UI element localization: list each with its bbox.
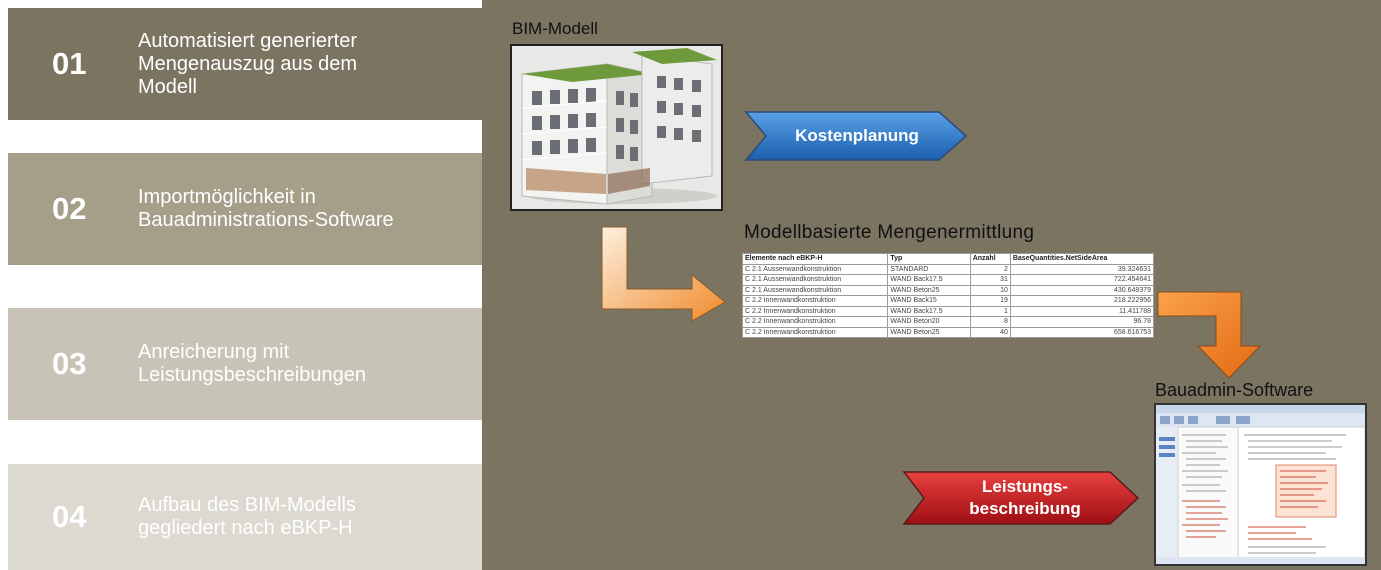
cell-area: 658.616753 <box>1009 326 1155 338</box>
cell-area: 722.454641 <box>1009 274 1155 286</box>
step-text: Anreicherung mit Leistungsbeschreibungen <box>138 341 366 386</box>
cell-area: 96.78 <box>1009 316 1155 328</box>
cell-typ: WAND Beton25 <box>887 284 971 296</box>
quantity-table: Elemente nach eBKP-H Typ Anzahl BaseQuan… <box>741 253 1155 338</box>
cell-anzahl: 40 <box>969 326 1011 338</box>
cell-element: C 2.1 Aussenwandkonstruktion <box>741 274 889 286</box>
kosten-arrow-shape <box>744 111 968 161</box>
step-01: 01 Automatisiert generierter Mengenauszu… <box>8 8 482 120</box>
cell-anzahl: 2 <box>969 263 1011 275</box>
col-header-elemente: Elemente nach eBKP-H <box>741 253 889 265</box>
step-text: Aufbau des BIM-Modells gegliedert nach e… <box>138 494 356 539</box>
cell-element: C 2.2 Innenwandkonstruktion <box>741 295 889 307</box>
orange-down-arrow <box>1157 291 1262 379</box>
cell-typ: STANDARD <box>887 263 971 275</box>
col-header-anzahl: Anzahl <box>969 253 1011 265</box>
bauadmin-software-screenshot <box>1154 403 1367 566</box>
cell-anzahl: 1 <box>969 305 1011 317</box>
cell-anzahl: 10 <box>969 284 1011 296</box>
orange-l-arrow <box>601 226 726 322</box>
step-number: 01 <box>52 46 87 81</box>
cell-element: C 2.2 Innenwandkonstruktion <box>741 326 889 338</box>
step-03: 03 Anreicherung mit Leistungsbeschreibun… <box>8 308 482 420</box>
cell-element: C 2.1 Aussenwandkonstruktion <box>741 263 889 275</box>
step-text: Automatisiert generierter Mengenauszug a… <box>138 29 358 98</box>
bauadmin-title: Bauadmin-Software <box>1155 380 1314 400</box>
cell-anzahl: 8 <box>969 316 1011 328</box>
cell-element: C 2.1 Aussenwandkonstruktion <box>741 284 889 296</box>
cell-area: 430.649379 <box>1009 284 1155 296</box>
step-number: 03 <box>52 346 87 381</box>
cell-area: 39.324631 <box>1009 263 1155 275</box>
bim-model-title: BIM-Modell <box>512 19 598 38</box>
cell-typ: WAND Back17.5 <box>887 305 971 317</box>
cell-typ: WAND Beton25 <box>887 326 971 338</box>
step-text: Importmöglichkeit in Bauadministrations-… <box>138 186 394 231</box>
cell-anzahl: 19 <box>969 295 1011 307</box>
workflow-diagram: BIM-Modell <box>482 0 1381 570</box>
table-header-row: Elemente nach eBKP-H Typ Anzahl BaseQuan… <box>741 253 1155 265</box>
step-04: 04 Aufbau des BIM-Modells gegliedert nac… <box>8 464 482 570</box>
leistung-arrow-label: Leistungs- beschreibung <box>969 477 1081 518</box>
cell-element: C 2.2 Innenwandkonstruktion <box>741 305 889 317</box>
col-header-typ: Typ <box>887 253 971 265</box>
cell-anzahl: 31 <box>969 274 1011 286</box>
bim-building-image <box>510 44 723 211</box>
cell-typ: WAND Back15 <box>887 295 971 307</box>
cell-typ: WAND Back17.5 <box>887 274 971 286</box>
cell-area: 218.222956 <box>1009 295 1155 307</box>
step-02: 02 Importmöglichkeit in Bauadministratio… <box>8 153 482 265</box>
leistung-arrow-shape <box>902 471 1140 525</box>
cell-area: 11.411788 <box>1009 305 1155 317</box>
step-number: 02 <box>52 191 87 226</box>
mengenermittlung-title: Modellbasierte Mengenermittlung <box>744 222 1035 243</box>
col-header-netsidearea: BaseQuantities.NetSideArea <box>1009 253 1155 265</box>
kosten-arrow-label: Kostenplanung <box>795 126 919 145</box>
step-number: 04 <box>52 499 87 534</box>
cell-element: C 2.2 Innenwandkonstruktion <box>741 316 889 328</box>
cell-typ: WAND Beton20 <box>887 316 971 328</box>
